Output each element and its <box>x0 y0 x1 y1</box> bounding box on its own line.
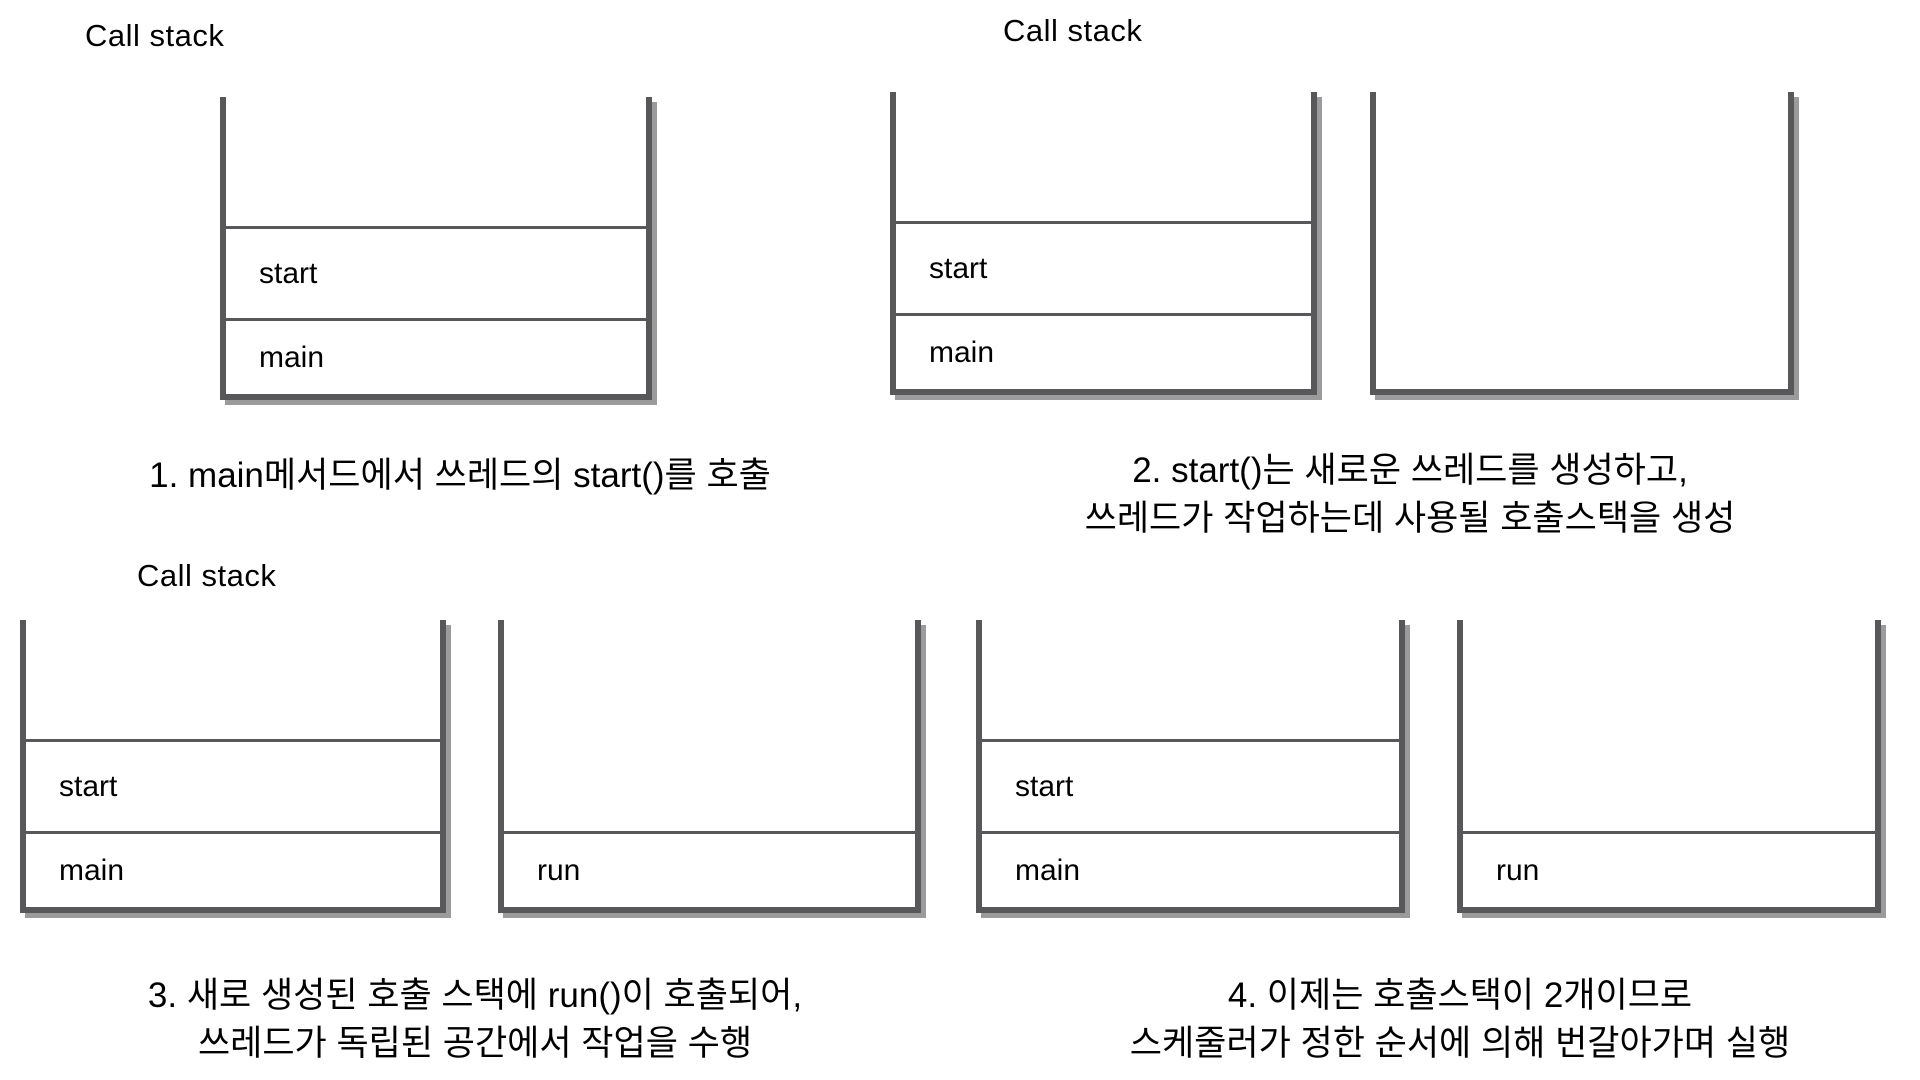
panel3-new-thread-stack: run <box>498 620 921 913</box>
panel1-main-thread-stack: start main <box>220 97 652 400</box>
stack-frame-start: start <box>26 739 440 831</box>
stack-empty-space <box>226 97 646 226</box>
stack-frame-run: run <box>1463 831 1875 907</box>
stack-frame-start: start <box>896 221 1311 313</box>
panel3-callstack-label: Call stack <box>137 558 277 593</box>
stack-frame-run: run <box>504 831 915 907</box>
frame-label: start <box>259 256 318 290</box>
frame-label: start <box>929 251 988 285</box>
panel3-main-thread-stack: start main <box>20 620 446 913</box>
caption-line: 쓰레드가 작업하는데 사용될 호출스택을 생성 <box>1084 499 1736 538</box>
panel2-callstack-label: Call stack <box>1003 13 1143 48</box>
stack-frame-start: start <box>226 226 646 318</box>
panel4-new-thread-stack: run <box>1457 620 1881 913</box>
stack-frame-start: start <box>982 739 1399 831</box>
panel1-caption: 1. main메서드에서 쓰레드의 start()를 호출 <box>0 452 920 500</box>
frame-label: run <box>537 853 581 887</box>
frame-label: main <box>259 340 325 374</box>
caption-line: 4. 이제는 호출스택이 2개이므로 <box>1227 976 1693 1015</box>
panel4-main-thread-stack: start main <box>976 620 1405 913</box>
frame-label: main <box>1015 853 1081 887</box>
caption-line: 1. main메서드에서 쓰레드의 start()를 호출 <box>149 456 771 495</box>
frame-label: main <box>929 335 995 369</box>
frame-label: start <box>1015 769 1074 803</box>
frame-label: start <box>59 769 118 803</box>
caption-line: 쓰레드가 독립된 공간에서 작업을 수행 <box>197 1024 753 1063</box>
panel4-caption: 4. 이제는 호출스택이 2개이므로 스케줄러가 정한 순서에 의해 번갈아가며… <box>1010 972 1910 1068</box>
panel2-new-thread-empty-stack <box>1370 92 1794 395</box>
stack-frame-main: main <box>982 831 1399 907</box>
stack-empty-space <box>982 620 1399 739</box>
stack-frame-main: main <box>226 318 646 394</box>
stack-empty-space <box>896 92 1311 221</box>
stack-frame-main: main <box>26 831 440 907</box>
frame-label: main <box>59 853 125 887</box>
caption-line: 스케줄러가 정한 순서에 의해 번갈아가며 실행 <box>1129 1024 1791 1063</box>
panel2-main-thread-stack: start main <box>890 92 1317 395</box>
stack-empty-space <box>504 620 915 831</box>
panel3-caption: 3. 새로 생성된 호출 스택에 run()이 호출되어, 쓰레드가 독립된 공… <box>0 972 950 1068</box>
stack-empty-space <box>26 620 440 739</box>
caption-line: 2. start()는 새로운 쓰레드를 생성하고, <box>1132 451 1688 490</box>
caption-line: 3. 새로 생성된 호출 스택에 run()이 호출되어, <box>147 976 803 1015</box>
stack-empty-space <box>1376 92 1788 389</box>
panel2-caption: 2. start()는 새로운 쓰레드를 생성하고, 쓰레드가 작업하는데 사용… <box>960 447 1860 543</box>
stack-frame-main: main <box>896 313 1311 389</box>
panel1-callstack-label: Call stack <box>85 18 225 53</box>
frame-label: run <box>1496 853 1540 887</box>
stack-empty-space <box>1463 620 1875 831</box>
